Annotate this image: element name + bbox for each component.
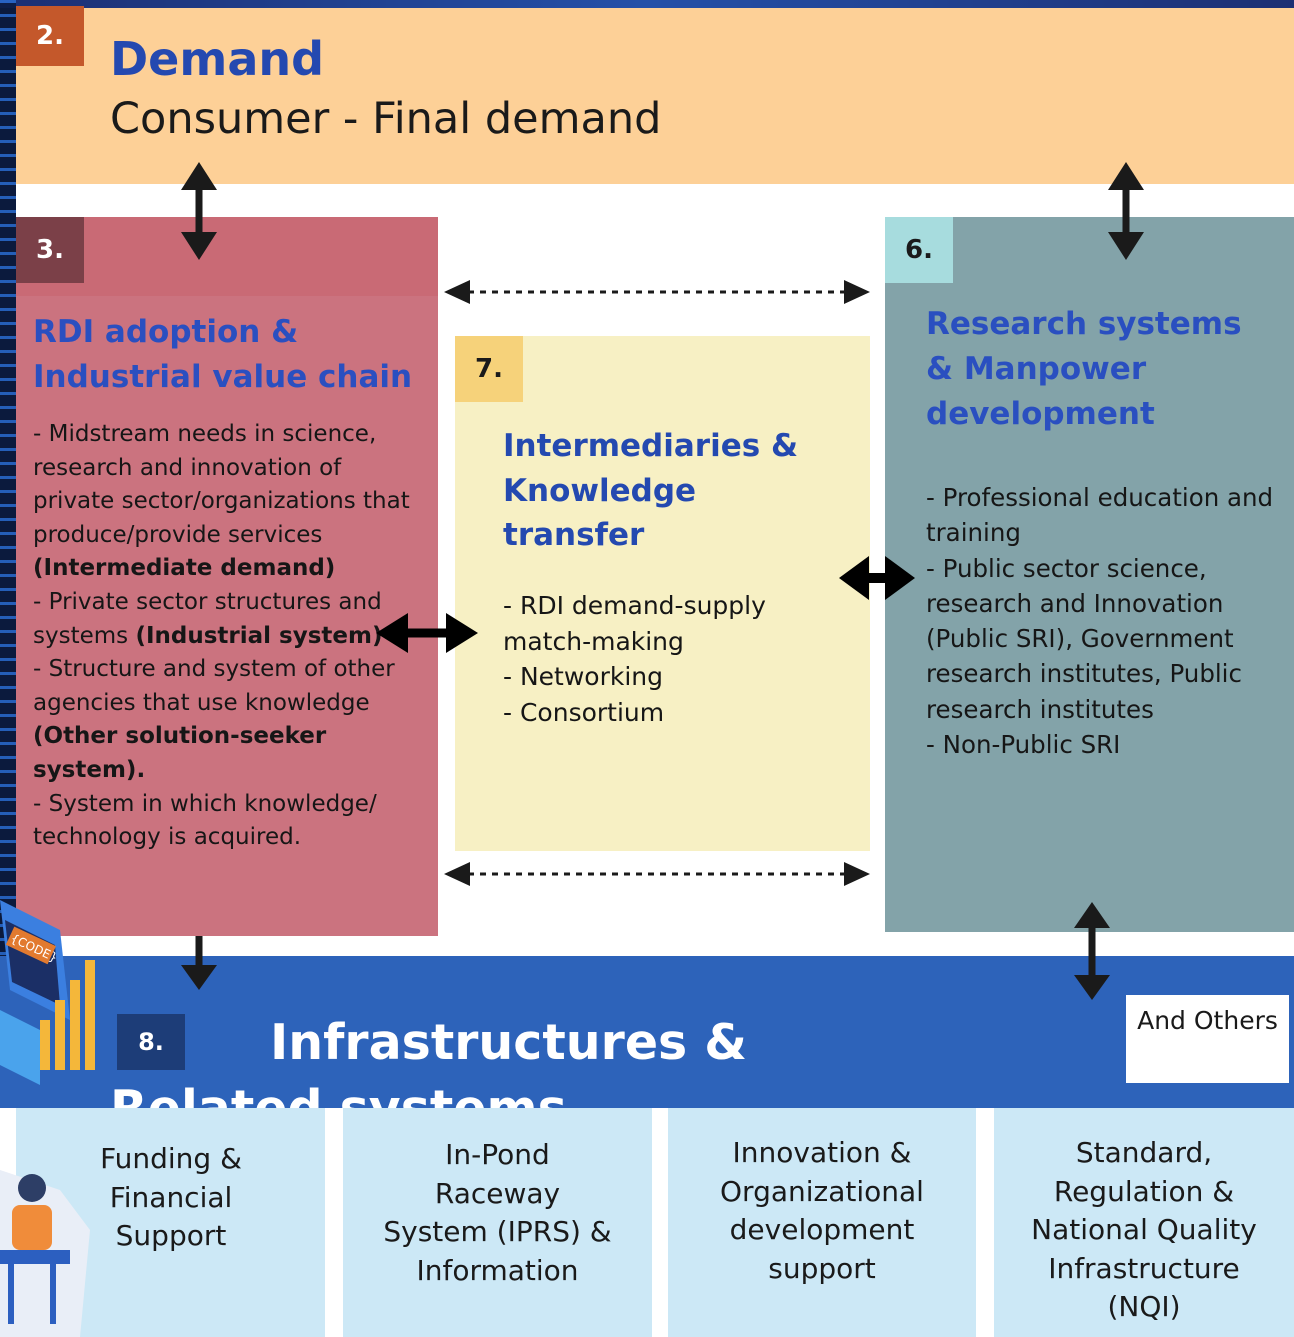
dashed-arrow-top	[444, 280, 870, 304]
developer-illustration: {CODE}	[0, 900, 95, 1337]
rdi-line-3: - Structure and system of other agencies…	[33, 656, 395, 716]
card-funding-label: Funding & Financial Support	[100, 1142, 242, 1252]
intermediaries-number-badge: 7.	[455, 336, 523, 402]
rdi-line-1-bold: (Intermediate demand)	[33, 555, 336, 582]
rdi-line-3-bold: (Other solution-seeker system).	[33, 723, 327, 783]
research-title: Research systems & Manpower development	[926, 306, 1242, 432]
and-others-box: And Others	[1126, 995, 1289, 1083]
rdi-number-badge: 3.	[16, 217, 84, 283]
demand-title: Demand	[110, 32, 325, 86]
left-dot-decoration	[0, 0, 16, 960]
intermediaries-title: Intermediaries & Knowledge transfer	[503, 428, 799, 553]
infrastructure-panel	[0, 956, 1294, 1108]
research-panel	[885, 217, 1294, 932]
intermediaries-item: - Consortium	[503, 697, 665, 727]
demand-number-badge: 2.	[16, 6, 84, 66]
rdi-panel	[16, 296, 438, 936]
arrow-rdi-infrastructure	[181, 936, 217, 990]
intermediaries-item: - RDI demand-supply match-making	[503, 591, 766, 656]
intermediaries-item: - Networking	[503, 662, 664, 691]
intermediaries-panel	[455, 336, 870, 851]
rdi-line-2-bold: (Industrial system)	[135, 622, 383, 649]
rdi-line-4: - System in which knowledge/ technology …	[33, 790, 377, 851]
arrow-rdi-intermediaries	[376, 613, 478, 653]
card-standard-label: Standard, Regulation & National Quality …	[1031, 1136, 1257, 1323]
card-innovation: Innovation & Organizational development …	[668, 1108, 976, 1337]
demand-panel	[16, 8, 1294, 184]
arrow-demand-research	[1108, 162, 1144, 260]
research-item: - Public sector science, research and In…	[926, 553, 1242, 724]
rdi-panel-header	[16, 217, 438, 297]
infrastructure-number-badge: 8.	[117, 1014, 185, 1070]
research-item: - Professional education and training	[926, 483, 1274, 548]
rdi-line-1: - Midstream needs in science, research a…	[33, 421, 410, 548]
top-decor-strip	[0, 0, 1294, 8]
rdi-line-2: - Private sector structures and systems	[33, 588, 382, 649]
research-item: - Non-Public SRI	[926, 730, 1121, 760]
card-iprs-label: In-Pond Raceway System (IPRS) & Informat…	[383, 1138, 612, 1287]
card-innovation-label: Innovation & Organizational development …	[720, 1136, 924, 1285]
rdi-title: RDI adoption & Industrial value chain	[33, 314, 413, 395]
card-standard: Standard, Regulation & National Quality …	[994, 1108, 1294, 1337]
rdi-description: - Midstream needs in science, research a…	[33, 418, 429, 855]
research-number-badge: 6.	[885, 217, 953, 283]
arrow-intermediaries-research	[839, 556, 915, 600]
arrow-research-infrastructure	[1074, 902, 1110, 1000]
intermediaries-list: - RDI demand-supply match-making - Netwo…	[503, 588, 843, 730]
research-list: - Professional education and training - …	[926, 480, 1278, 762]
dashed-arrow-bottom	[444, 862, 870, 886]
card-iprs: In-Pond Raceway System (IPRS) & Informat…	[343, 1108, 652, 1337]
demand-subtitle: Consumer - Final demand	[110, 94, 662, 144]
arrow-demand-rdi	[181, 162, 217, 260]
